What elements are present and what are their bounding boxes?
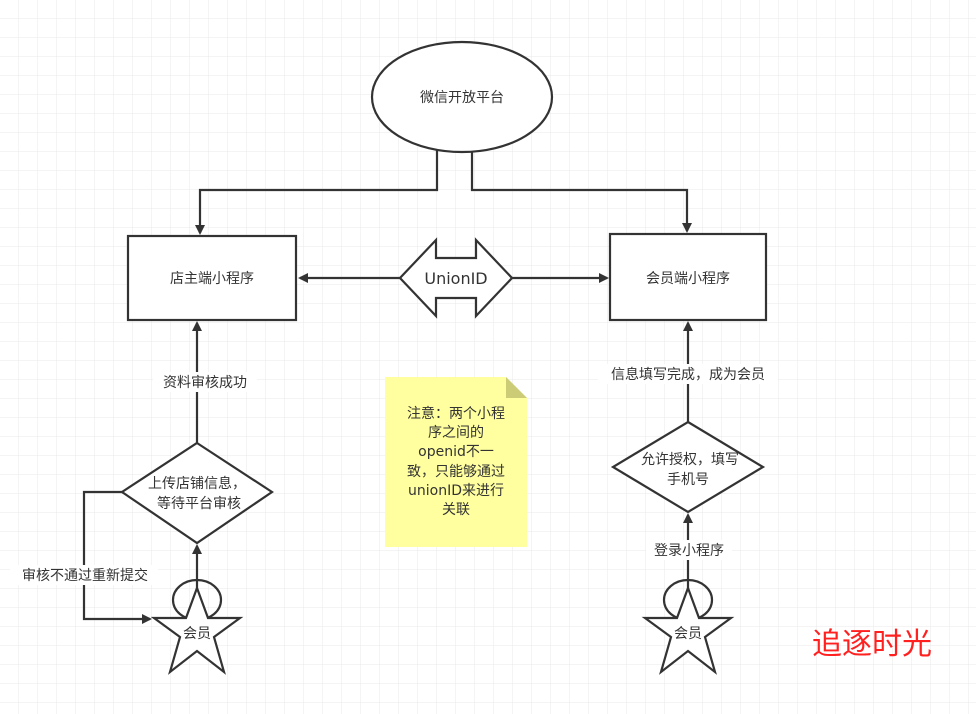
node-platform-label: 微信开放平台: [420, 90, 504, 106]
note-line: unionID来进行: [408, 483, 504, 499]
note-sticky[interactable]: 注意：两个小程 序之间的 openid不一 致，只能够通过 unionID来进行…: [385, 377, 527, 547]
node-upload[interactable]: 上传店铺信息， 等待平台审核: [120, 441, 274, 545]
edge-label-member-done: 信息填写完成，成为会员: [611, 366, 765, 383]
edge-platform-shop[interactable]: [195, 150, 439, 235]
edge-label-audit-ok: 资料审核成功: [163, 375, 247, 391]
node-upload-line1: 上传店铺信息，: [148, 475, 246, 492]
node-upload-line2: 等待平台审核: [157, 495, 241, 512]
node-shop-app-label: 店主端小程序: [170, 271, 254, 287]
note-line: openid不一: [418, 444, 494, 460]
edge-label-login: 登录小程序: [654, 543, 724, 559]
note-line: 注意：两个小程: [407, 405, 505, 422]
node-authorize-line1: 允许授权，填写: [641, 452, 739, 468]
actor-right-label: 会员: [674, 626, 702, 642]
edge-audit-fail[interactable]: [82, 490, 152, 624]
actor-left-label: 会员: [183, 626, 211, 642]
note-line: 关联: [442, 502, 470, 518]
actor-left[interactable]: 会员: [150, 578, 244, 675]
node-shop-app[interactable]: 店主端小程序: [126, 234, 298, 322]
node-platform[interactable]: 微信开放平台: [370, 40, 554, 154]
note-line: 致，只能够通过: [407, 464, 505, 480]
node-unionid[interactable]: UnionID: [398, 237, 514, 319]
actor-right[interactable]: 会员: [641, 578, 735, 675]
edge-platform-member[interactable]: [470, 152, 692, 233]
node-authorize[interactable]: 允许授权，填写 手机号: [610, 420, 766, 514]
node-member-app[interactable]: 会员端小程序: [608, 232, 768, 322]
node-unionid-label: UnionID: [424, 269, 487, 288]
watermark-text: 追逐时光: [812, 627, 932, 662]
edge-label-audit-fail: 审核不通过重新提交: [22, 567, 148, 584]
node-member-app-label: 会员端小程序: [646, 271, 730, 287]
note-line: 序之间的: [428, 425, 484, 441]
node-authorize-line2: 手机号: [667, 472, 709, 488]
